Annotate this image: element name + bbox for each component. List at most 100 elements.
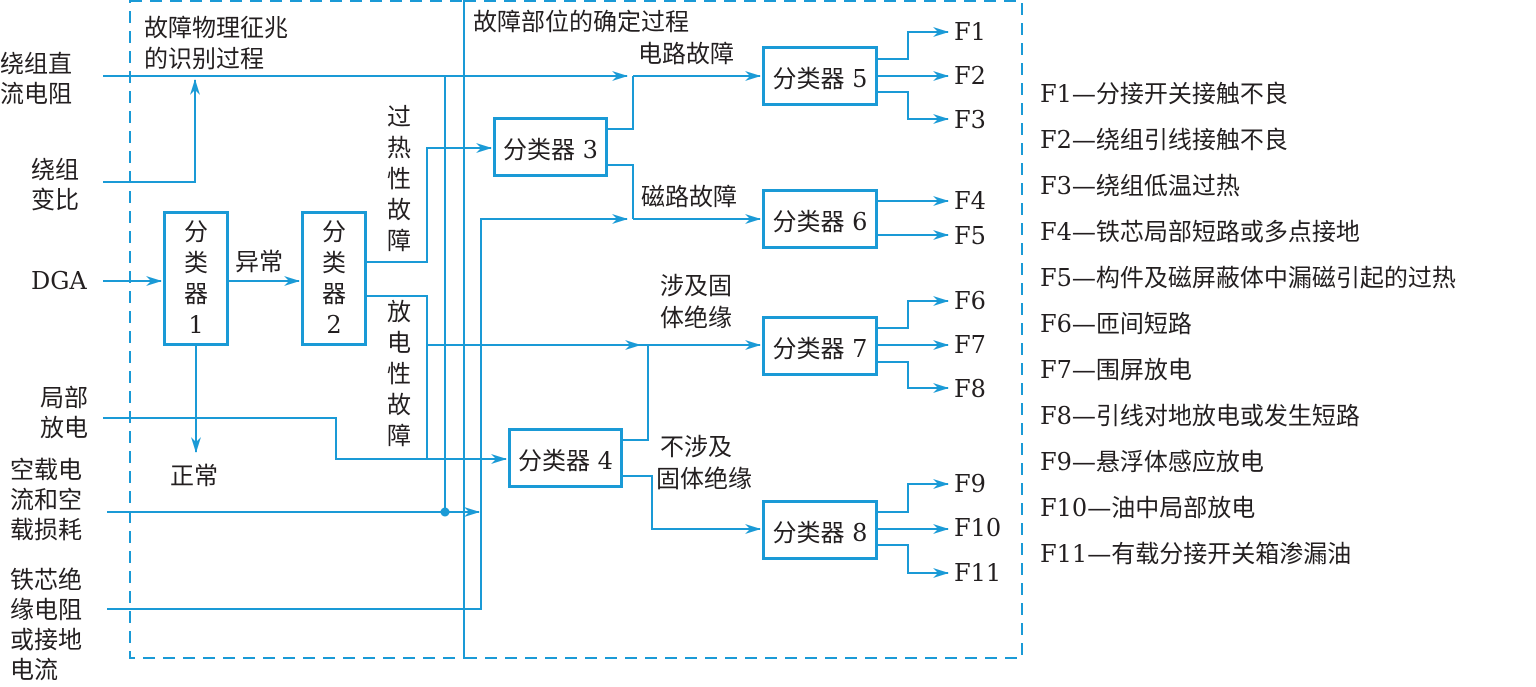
legend-desc: 围屏放电 [1095, 356, 1192, 384]
wire-discharge [366, 295, 641, 350]
classifier-2-char: 器 [322, 279, 346, 308]
legend-item: F2—绕组引线接触不良 [1040, 126, 1288, 154]
edge-label-overheating: 过热性故障 [387, 103, 411, 255]
classifier-1-char: 1 [188, 310, 204, 339]
classifier-2-char: 类 [322, 248, 346, 277]
wire-f1 [877, 27, 949, 60]
classifier-1-char: 器 [184, 279, 208, 308]
legend-item: F10—油中局部放电 [1040, 494, 1255, 522]
legend-separator: — [1071, 172, 1096, 200]
wire-f6 [877, 296, 949, 329]
classifier-2-char: 2 [326, 310, 342, 339]
legend-item: F11—有载分接开关箱渗漏油 [1040, 540, 1351, 568]
input-partial-discharge-line2: 放电 [40, 414, 88, 442]
wire-partial-discharge [103, 417, 507, 464]
input-core-insulation-line4: 电流 [10, 656, 58, 684]
input-partial-discharge-line1: 局部 [40, 384, 88, 412]
input-no-load-line3: 载损耗 [10, 516, 82, 544]
input-dga: DGA [31, 267, 87, 295]
classifier-1: 分 类 器 1 [163, 211, 229, 346]
legend-code: F1 [1040, 80, 1072, 108]
legend-separator: — [1071, 448, 1096, 476]
legend-separator: — [1071, 80, 1096, 108]
wire-f11 [877, 544, 949, 578]
input-no-load-line1: 空载电 [10, 456, 82, 484]
output-f10: F10 [954, 514, 1002, 542]
region-title-localization: 故障部位的确定过程 [473, 8, 689, 36]
localization-region-border [463, 0, 1023, 659]
legend-separator: — [1071, 264, 1096, 292]
wire-overheating [366, 143, 492, 263]
legend-desc: 铁芯局部短路或多点接地 [1095, 218, 1360, 246]
legend-code: F4 [1040, 218, 1072, 246]
legend-desc: 引线对地放电或发生短路 [1095, 402, 1360, 430]
classifier-2: 分 类 器 2 [301, 211, 367, 346]
wire-f8 [877, 361, 949, 393]
wire-c4-solid [622, 345, 649, 441]
legend-separator: — [1071, 126, 1096, 154]
legend-item: F9—悬浮体感应放电 [1040, 448, 1264, 476]
input-winding-ratio-line1: 绕组 [31, 156, 79, 184]
wire-winding-ratio [103, 79, 200, 183]
output-f6: F6 [954, 287, 986, 315]
input-winding-ratio-line2: 变比 [31, 186, 79, 214]
output-f8: F8 [954, 375, 986, 403]
output-f7: F7 [954, 331, 986, 359]
input-dc-resistance-line1: 绕组直 [0, 50, 72, 78]
legend-code: F7 [1040, 356, 1072, 384]
legend-desc: 绕组引线接触不良 [1095, 126, 1288, 154]
output-f3: F3 [954, 106, 986, 134]
classifier-4: 分类器 4 [508, 428, 623, 488]
legend-desc: 构件及磁屏蔽体中漏磁引起的过热 [1095, 264, 1456, 292]
legend-item: F3—绕组低温过热 [1040, 172, 1240, 200]
legend-item: F4—铁芯局部短路或多点接地 [1040, 218, 1360, 246]
input-core-insulation-line2: 缘电阻 [10, 596, 82, 624]
region-title-identification-line2: 的识别过程 [144, 45, 264, 73]
legend-separator: — [1071, 310, 1096, 338]
classifier-3: 分类器 3 [493, 117, 608, 177]
classifier-1-char: 分 [184, 217, 208, 246]
legend-separator: — [1071, 218, 1096, 246]
legend-item: F6—匝间短路 [1040, 310, 1192, 338]
legend-code: F11 [1040, 540, 1088, 568]
junction-dot [440, 507, 450, 517]
classifier-8: 分类器 8 [762, 500, 878, 560]
wire-f9 [877, 479, 949, 513]
legend-desc: 绕组低温过热 [1095, 172, 1240, 200]
edge-label-no-solid-insulation-line2: 固体绝缘 [656, 465, 752, 493]
legend-desc: 悬浮体感应放电 [1095, 448, 1264, 476]
output-f5: F5 [954, 222, 986, 250]
legend-code: F8 [1040, 402, 1072, 430]
output-f4: F4 [954, 187, 986, 215]
legend-code: F3 [1040, 172, 1072, 200]
classifier-1-char: 类 [184, 248, 208, 277]
region-title-identification-line1: 故障物理征兆 [144, 14, 288, 42]
legend-desc: 油中局部放电 [1111, 494, 1256, 522]
wire-c4-no-solid [622, 475, 761, 534]
wire-core-insulation [107, 214, 628, 610]
legend-item: F5—构件及磁屏蔽体中漏磁引起的过热 [1040, 264, 1456, 292]
edge-label-normal: 正常 [170, 462, 218, 490]
legend-code: F10 [1040, 494, 1088, 522]
edge-label-abnormal: 异常 [235, 248, 283, 276]
edge-label-solid-insulation-line1: 涉及固 [660, 272, 732, 300]
output-f11: F11 [954, 559, 1002, 587]
output-f1: F1 [954, 18, 986, 46]
classifier-2-char: 分 [322, 217, 346, 246]
classifier-7: 分类器 7 [762, 316, 878, 376]
legend-separator: — [1087, 494, 1112, 522]
legend-item: F8—引线对地放电或发生短路 [1040, 402, 1360, 430]
input-no-load-line2: 流和空 [10, 486, 82, 514]
legend-code: F2 [1040, 126, 1072, 154]
wire-c3-circuit [607, 76, 634, 130]
classifier-5: 分类器 5 [762, 46, 878, 106]
legend-separator: — [1071, 356, 1096, 384]
legend-item: F7—围屏放电 [1040, 356, 1192, 384]
edge-label-magnetic-fault: 磁路故障 [641, 183, 737, 211]
legend-desc: 匝间短路 [1095, 310, 1192, 338]
input-core-insulation-line3: 或接地 [10, 626, 82, 654]
edge-label-circuit-fault: 电路故障 [638, 40, 734, 68]
legend-code: F5 [1040, 264, 1072, 292]
edge-label-no-solid-insulation-line1: 不涉及 [660, 433, 732, 461]
